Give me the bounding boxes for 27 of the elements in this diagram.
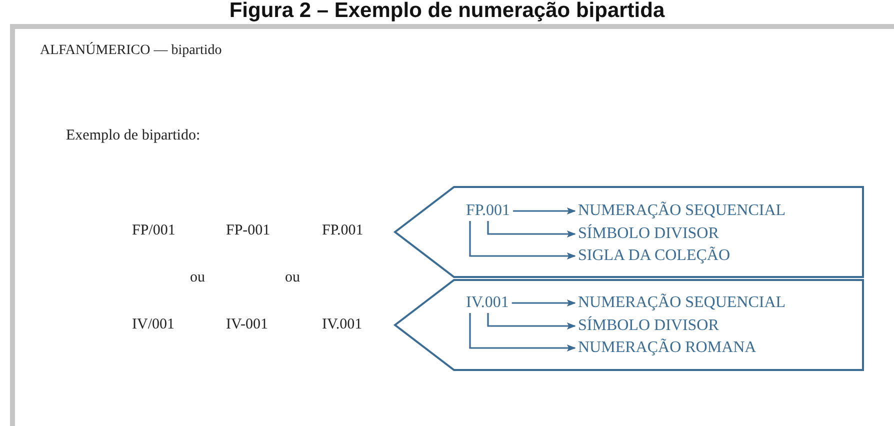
code-example: FP.001 [322,222,364,240]
callout-panel [394,186,864,278]
code-example: FP-001 [226,222,270,240]
callout-text: NUMERAÇÃO SEQUENCIAL [578,202,786,220]
arrow [513,207,576,215]
code-example: IV/001 [132,316,174,334]
arrow [512,299,576,307]
figure-title: Figura 2 – Exemplo de numeração bipartida [228,0,666,23]
callout-text: NUMERAÇÃO ROMANA [578,339,756,357]
code-example: IV.001 [322,316,362,334]
connector-word: ou [285,270,300,286]
connector-word: ou [190,270,205,286]
arrow [487,221,576,238]
callout-text: FP.001 [466,202,510,220]
subheading-text: Exemplo de bipartido: [66,128,200,144]
callout-text: IV.001 [466,294,509,312]
arrow [469,313,576,352]
heading-text: ALFANÚMERICO — bipartido [40,43,222,59]
code-example: IV-001 [226,316,268,334]
code-example: FP/001 [132,222,176,240]
callout-panel [394,279,864,371]
callout-text: SÍMBOLO DIVISOR [578,317,719,335]
callout-text: SIGLA DA COLEÇÃO [578,247,730,265]
callout-text: SÍMBOLO DIVISOR [578,225,719,243]
callout-text: NUMERAÇÃO SEQUENCIAL [578,294,786,312]
arrow [469,221,576,260]
arrow [487,313,576,330]
